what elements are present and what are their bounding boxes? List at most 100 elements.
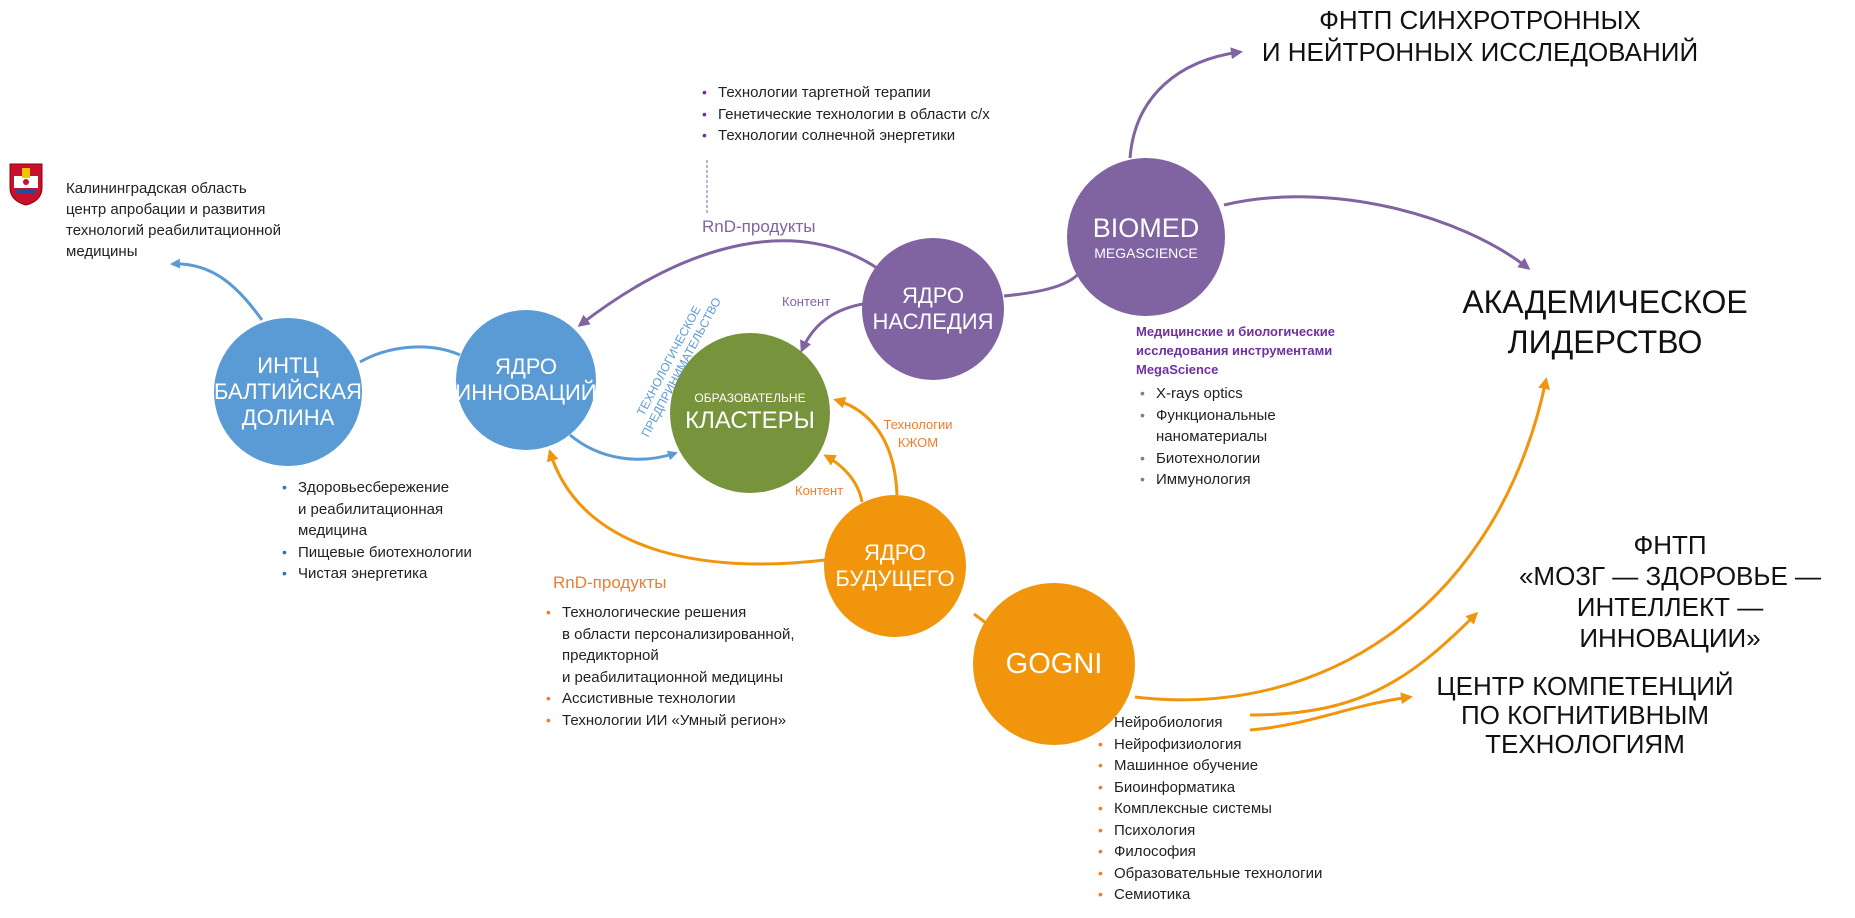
- node-intc: ИНТЦ БАЛТИЙСКАЯ ДОЛИНА: [214, 318, 362, 466]
- link-future-kzhom-to-clusters: [833, 396, 899, 496]
- node-heritage-line: ЯДРО: [901, 283, 965, 308]
- list-item-text: и реабилитационной медицины: [562, 668, 783, 686]
- list-item: •Генетические технологии в области с/х: [702, 105, 990, 123]
- link-heritage-biomed: [1003, 271, 1082, 298]
- list-item-text: Ассистивные технологии: [562, 690, 736, 707]
- heading-line: Медицинские и биологические: [1136, 324, 1335, 339]
- list-item: • Технологические решения в области перс…: [544, 602, 874, 688]
- list-item: •Биотехнологии: [1138, 448, 1378, 470]
- label-content-top: Контент: [782, 294, 831, 309]
- link-biomed-to-academic: [1223, 195, 1531, 270]
- label-line: КЖОМ: [897, 435, 939, 450]
- node-biomed: BIOMED MEGASCIENCE: [1067, 158, 1225, 316]
- list-item: •Машинное обучение: [1098, 757, 1259, 774]
- target-line: ТЕХНОЛОГИЯМ: [1485, 729, 1685, 759]
- kaliningrad-coat-of-arms-icon: [8, 162, 44, 206]
- label-content-bottom: Контент: [795, 483, 844, 498]
- target-line: ФНТП: [1633, 530, 1707, 560]
- heading-line: MegaScience: [1136, 362, 1219, 377]
- target-cognitive: ЦЕНТР КОМПЕТЕНЦИЙ ПО КОГНИТИВНЫМ ТЕХНОЛО…: [1420, 672, 1750, 759]
- node-innovation: ЯДРО ИННОВАЦИЙ: [455, 310, 597, 450]
- list-item: •Чистая энергетика: [280, 563, 540, 585]
- target-brain: ФНТП «МОЗГ — ЗДОРОВЬЕ — ИНТЕЛЛЕКТ — ИННО…: [1488, 530, 1852, 654]
- list-item-text: Нейрофизиология: [1114, 735, 1242, 753]
- node-future: ЯДРО БУДУЩЕГО: [824, 495, 966, 637]
- link-intc-innovation: [359, 345, 461, 364]
- target-line: ПО КОГНИТИВНЫМ: [1460, 700, 1710, 730]
- node-clusters-small: ОБРАЗОВАТЕЛЬНЕ: [694, 391, 806, 405]
- list-item-text: наноматериалы: [1156, 428, 1268, 445]
- node-future-line: БУДУЩЕГО: [835, 566, 955, 591]
- kaliningrad-line: технологий реабилитационной: [66, 222, 281, 239]
- node-biomed-subtitle: MEGASCIENCE: [1094, 245, 1198, 261]
- link-heritage-rnd-to-innovation: [577, 239, 881, 327]
- list-item-text: Технологии ИИ «Умный регион»: [562, 711, 787, 729]
- list-item-text: Технологии таргетной терапии: [718, 84, 931, 101]
- list-item: Нейробиология: [1096, 712, 1376, 734]
- list-item-text: Чистая энергетика: [298, 565, 428, 582]
- list-item: •Технологии солнечной энергетики: [702, 127, 956, 144]
- list-item-text: медицина: [298, 522, 368, 539]
- list-item: •Биоинформатика: [1098, 778, 1236, 796]
- node-innovation-line: ИННОВАЦИЙ: [455, 380, 597, 405]
- link-future-content-to-clusters: [823, 454, 864, 503]
- node-intc-line: БАЛТИЙСКАЯ: [214, 379, 362, 404]
- node-gogni: GOGNI: [973, 583, 1135, 745]
- list-item-text: Пищевые биотехнологии: [298, 543, 472, 561]
- link-gogni-to-brain: [1249, 611, 1479, 717]
- list-item: •Психология: [1098, 821, 1196, 839]
- kaliningrad-line: медицины: [66, 243, 138, 260]
- heritage-products-list: •Технологии таргетной терапии •Генетичес…: [700, 82, 1060, 147]
- list-item-text: Здоровьесбережение: [298, 479, 450, 496]
- list-item: •X-rays optics: [1138, 383, 1378, 405]
- node-heritage: ЯДРО НАСЛЕДИЯ: [862, 238, 1004, 380]
- link-biomed-to-synchrotron: [1128, 47, 1243, 159]
- list-item: •Пищевые биотехнологии: [280, 542, 540, 564]
- kaliningrad-text: Калининградская область центр апробации …: [66, 178, 386, 262]
- link-gogni-to-academic: [1134, 377, 1551, 702]
- list-item: •Нейрофизиология: [1098, 735, 1242, 753]
- node-future-line: ЯДРО: [863, 540, 927, 565]
- target-line: ФНТП СИНХРОТРОННЫХ: [1319, 5, 1641, 35]
- list-item-text: Иммунология: [1156, 471, 1251, 488]
- list-item-text: предикторной: [562, 647, 659, 664]
- list-item: • Функциональные наноматериалы: [1138, 405, 1378, 448]
- node-intc-line: ДОЛИНА: [241, 405, 335, 430]
- node-biomed-title: BIOMED: [1092, 213, 1200, 243]
- target-synchrotron: ФНТП СИНХРОТРОННЫХ И НЕЙТРОННЫХ ИССЛЕДОВ…: [1230, 4, 1730, 68]
- node-heritage-line: НАСЛЕДИЯ: [872, 309, 994, 334]
- list-item: •Комплексные системы: [1098, 800, 1272, 817]
- list-item-text: Образовательные технологии: [1114, 864, 1323, 882]
- label-rnd-bottom: RnD-продукты: [553, 573, 667, 592]
- list-item-text: X-rays optics: [1156, 385, 1243, 402]
- target-line: ЦЕНТР КОМПЕТЕНЦИЙ: [1436, 671, 1734, 701]
- heading-line: исследования инструментами: [1136, 343, 1333, 358]
- list-item-text: Комплексные системы: [1114, 800, 1272, 817]
- target-line: «МОЗГ — ЗДОРОВЬЕ —: [1518, 561, 1822, 591]
- target-academic: АКАДЕМИЧЕСКОЕ ЛИДЕРСТВО: [1430, 282, 1780, 362]
- label-line: Технологии: [883, 417, 953, 432]
- list-item-text: Технологии солнечной энергетики: [718, 127, 956, 144]
- list-item-text: в области персонализированной,: [562, 625, 795, 643]
- list-item: •Образовательные технологии: [1098, 864, 1323, 882]
- list-item-text: Генетические технологии в области с/х: [718, 105, 990, 123]
- list-item: •Семиотика: [1098, 886, 1191, 903]
- node-clusters: ОБРАЗОВАТЕЛЬНЕ КЛАСТЕРЫ: [670, 333, 830, 493]
- list-item-text: и реабилитационная: [298, 500, 444, 518]
- list-item: • Здоровьесбережение и реабилитационная …: [280, 477, 540, 542]
- list-item-text: Психология: [1114, 821, 1196, 839]
- node-clusters-big: КЛАСТЕРЫ: [685, 407, 815, 434]
- node-innovation-line: ЯДРО: [494, 354, 558, 379]
- list-item-text: Машинное обучение: [1114, 757, 1259, 774]
- list-item-text: Технологические решения: [562, 604, 747, 621]
- list-item-text: Философия: [1114, 843, 1196, 860]
- link-intc-to-kaliningrad: [170, 258, 264, 321]
- kaliningrad-line: Калининградская область: [66, 180, 247, 197]
- kaliningrad-line: центр апробации и развития: [66, 201, 266, 218]
- list-item: •Иммунология: [1138, 469, 1378, 491]
- list-item: •Философия: [1098, 843, 1196, 860]
- gogni-list: Нейробиология •Нейрофизиология •Машинное…: [1096, 712, 1376, 906]
- link-future-rnd-to-innovation: [546, 449, 826, 566]
- target-line: АКАДЕМИЧЕСКОЕ: [1462, 284, 1748, 320]
- target-line: И НЕЙТРОННЫХ ИССЛЕДОВАНИЙ: [1261, 37, 1699, 67]
